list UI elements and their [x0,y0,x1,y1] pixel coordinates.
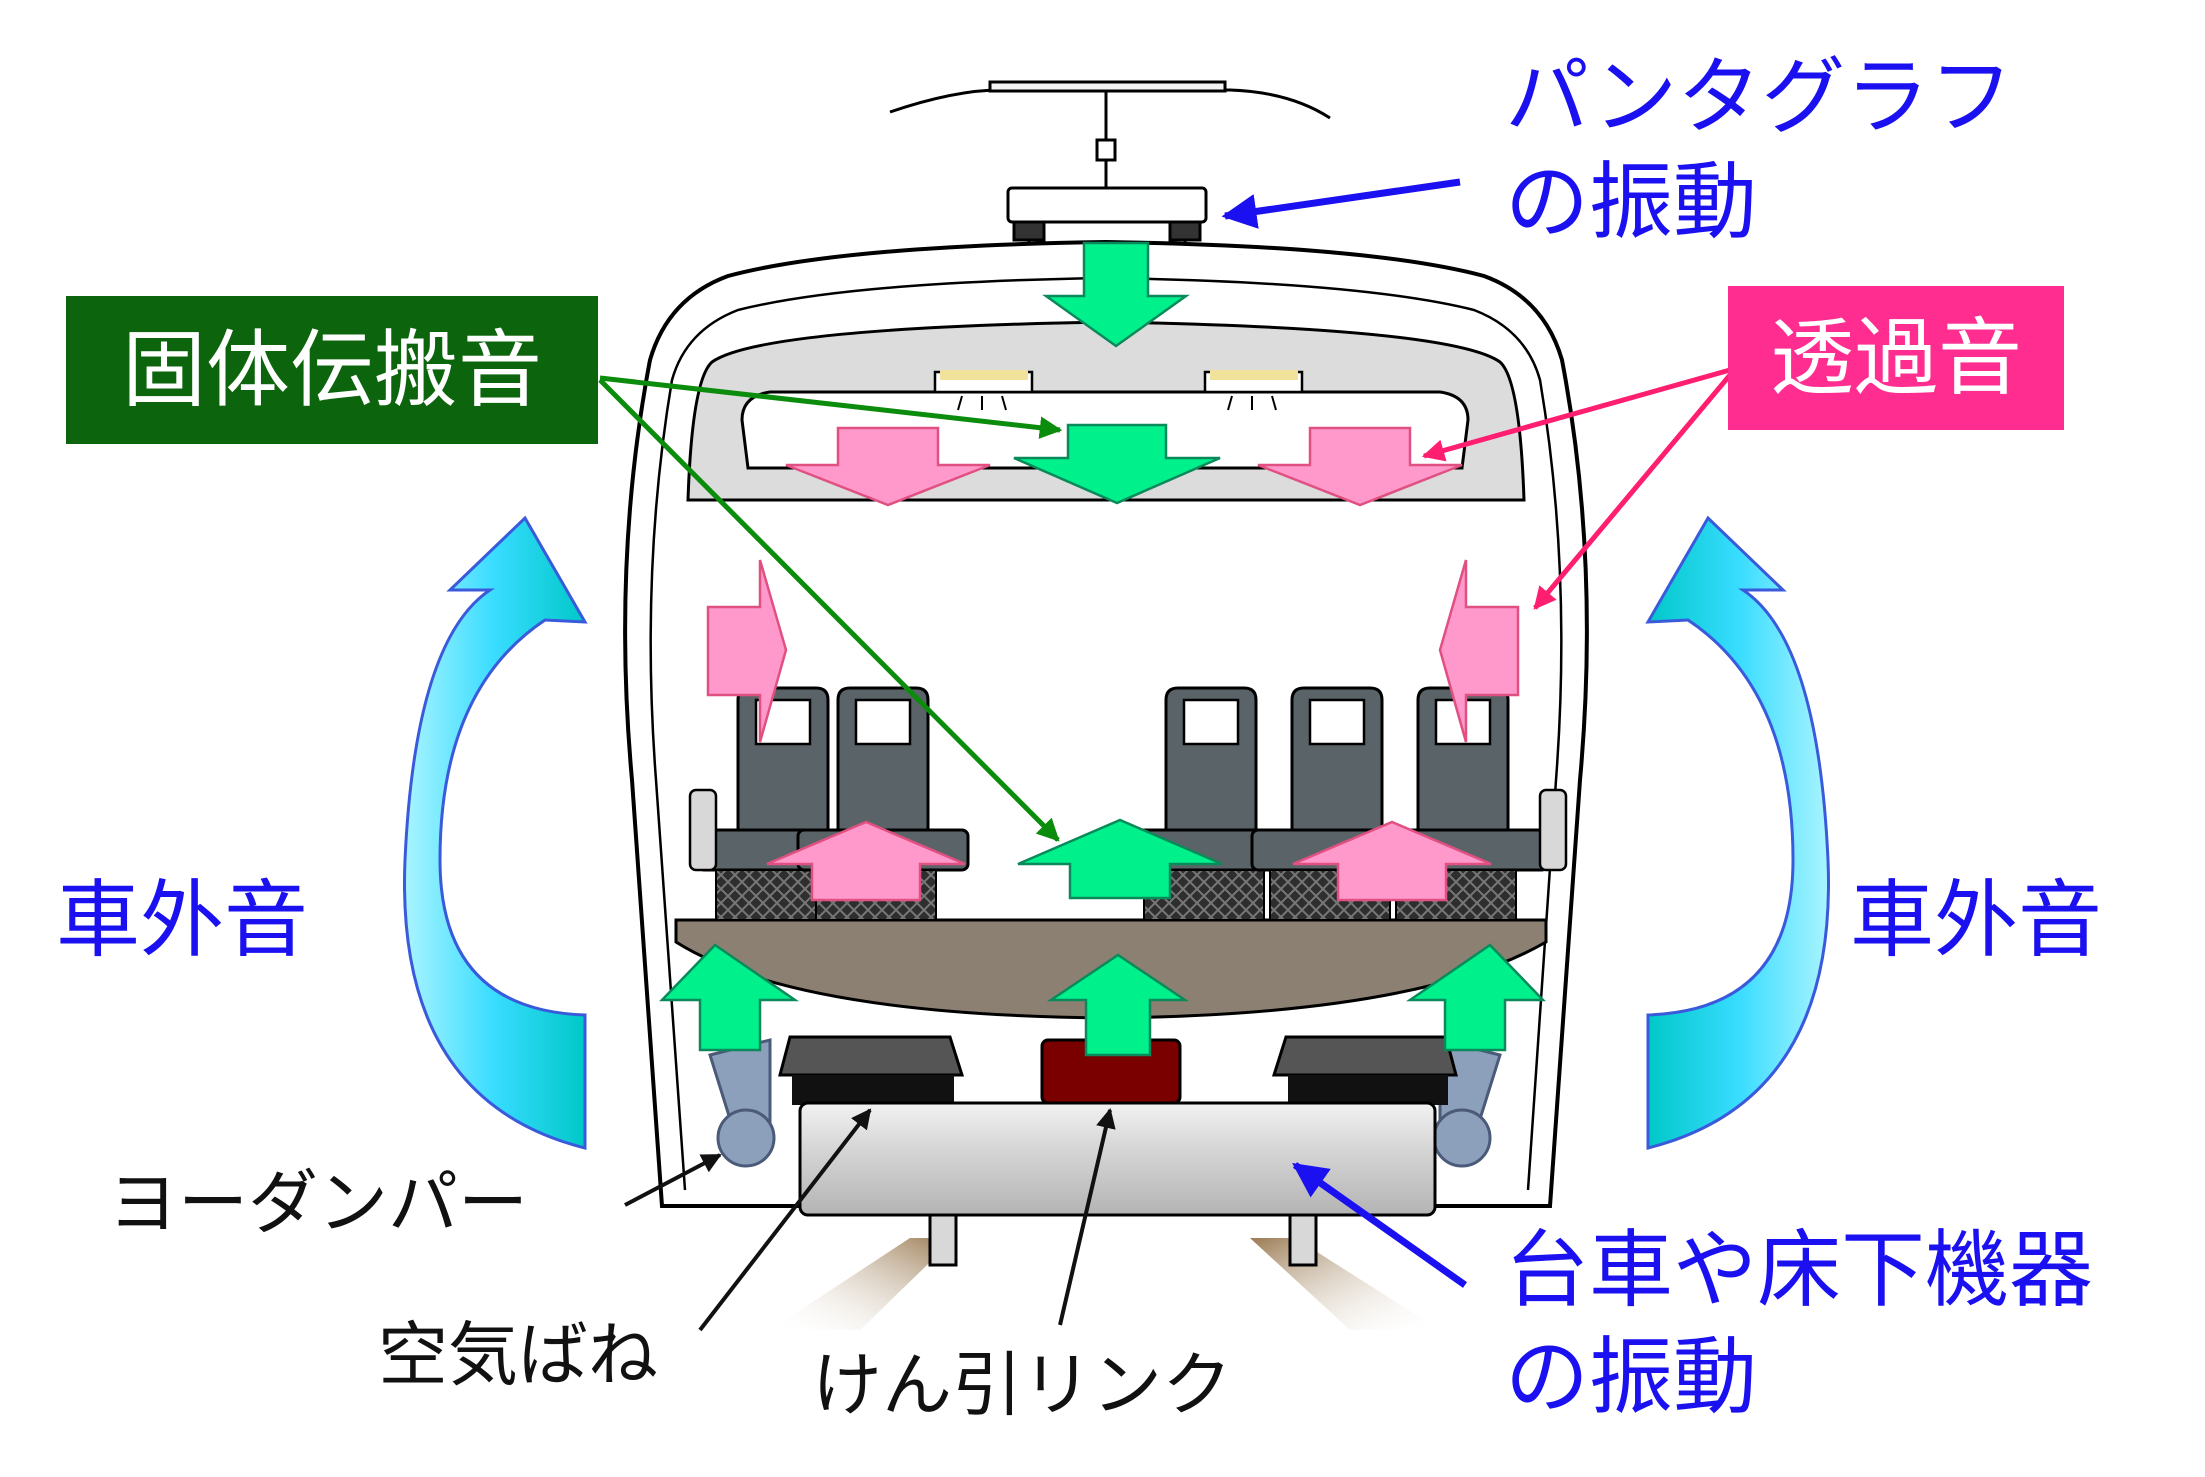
air-spring-label: 空気ばね [378,1314,658,1396]
rails [770,1238,1440,1330]
bogie-frame [798,1101,1437,1267]
armrest [688,788,718,872]
bogie-vibration-label-line1: 台車や床下機器 [1505,1221,2094,1319]
exterior-sound-label-right: 車外音 [1850,871,2103,969]
label-arrows [598,178,1732,1332]
armrest [1538,788,1568,872]
solid-borne-arrows [659,241,1546,1057]
solid-borne-sound-box: 固体伝搬音 [66,296,598,444]
exterior-sound-arrow-left [403,515,588,1150]
pantograph [889,80,1331,256]
yaw-damper-label: ヨーダンパー [108,1162,528,1244]
rail-right [1250,1238,1440,1330]
rail-left [770,1238,955,1330]
pantograph-label-line1: パンタグラフ [1505,48,2014,146]
pantograph-label-line2: の振動 [1505,153,1758,251]
solid-borne-sound-label: 固体伝搬音 [121,321,542,419]
transmitted-sound-arrows [706,426,1520,902]
traction-link-label: けん引リンク [812,1344,1232,1426]
exterior-sound-arrow-right [1645,515,1830,1150]
yaw-damper-right [1432,1038,1502,1168]
seat [1124,686,1298,921]
exterior-sound-label-left: 車外音 [56,871,309,969]
transmitted-sound-box: 透過音 [1728,286,2064,430]
bogie-vibration-label-line2: の振動 [1505,1328,1758,1426]
transmitted-sound-label: 透過音 [1769,309,2022,407]
air-spring-right [1271,1035,1458,1105]
air-spring-left [778,1035,965,1105]
